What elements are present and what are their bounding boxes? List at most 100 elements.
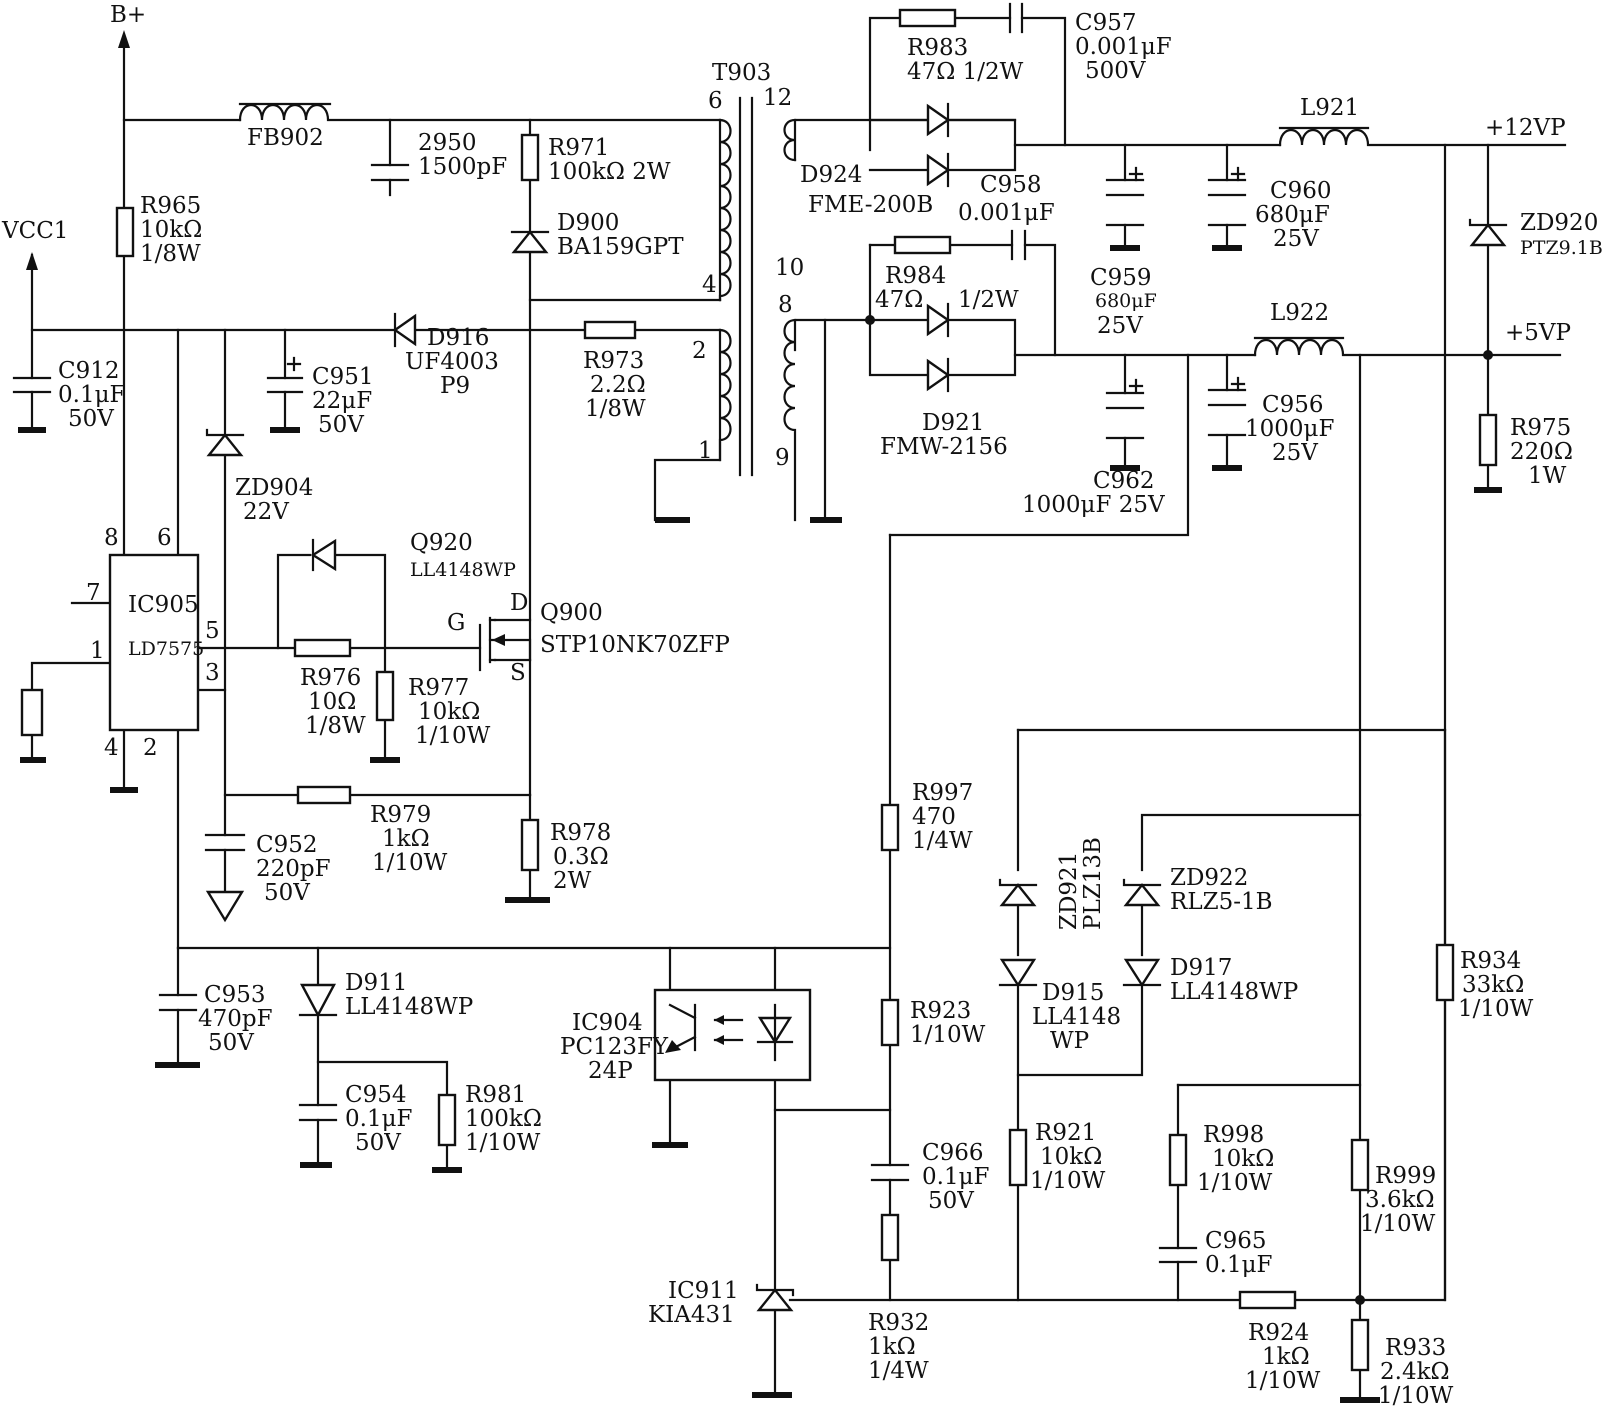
svg-text:4: 4 xyxy=(702,272,717,298)
svg-text:3: 3 xyxy=(205,660,220,686)
v12-label: +12VP xyxy=(1485,115,1566,141)
junctions xyxy=(865,315,1493,1305)
vcc1-label: VCC1 xyxy=(1,218,68,244)
svg-text:G: G xyxy=(447,610,465,636)
svg-text:12: 12 xyxy=(763,85,792,111)
resistors xyxy=(20,8,1498,1372)
svg-text:4: 4 xyxy=(104,735,119,761)
svg-text:6: 6 xyxy=(157,525,172,551)
ferrite-fb902 xyxy=(238,102,332,122)
wires xyxy=(30,16,1567,1402)
optocoupler-ic904 xyxy=(653,988,812,1082)
svg-text:1: 1 xyxy=(698,438,713,464)
transformer-t903 xyxy=(653,96,797,522)
t903-ref: T903 xyxy=(712,60,771,86)
ic905-ref: IC905 xyxy=(128,592,199,618)
svg-text:1: 1 xyxy=(90,638,105,664)
label-zd921: ZD921PLZ13B xyxy=(1056,837,1106,930)
svg-text:5: 5 xyxy=(205,618,220,644)
b-plus-label: B+ xyxy=(110,2,146,28)
label-l921: L921 xyxy=(1300,95,1359,121)
ic905-part: LD7575 xyxy=(128,638,204,660)
ground-symbols xyxy=(18,245,1502,1403)
ic905-box xyxy=(108,553,200,732)
svg-text:2: 2 xyxy=(692,338,707,364)
vcc1-arrow xyxy=(26,252,38,270)
svg-text:2: 2 xyxy=(143,735,158,761)
q900-labels: Q900 STP10NK70ZFP G D S xyxy=(447,590,730,686)
inductor-l922 xyxy=(1253,336,1345,357)
v5-label: +5VP xyxy=(1505,320,1571,346)
svg-text:10: 10 xyxy=(775,255,804,281)
ic905-labels: IC905 LD7575 8 6 7 1 5 3 4 2 xyxy=(86,525,220,761)
diodes xyxy=(205,102,1508,1312)
label-l922: L922 xyxy=(1270,300,1329,326)
q900-ref: Q900 xyxy=(540,600,603,626)
transformer-labels: T903 6 12 4 10 8 2 1 9 xyxy=(692,60,804,471)
svg-text:8: 8 xyxy=(778,292,793,318)
capacitors xyxy=(12,2,1247,1264)
mosfet-q900 xyxy=(478,616,532,672)
q900-part: STP10NK70ZFP xyxy=(540,632,730,658)
svg-text:9: 9 xyxy=(775,445,790,471)
svg-text:6: 6 xyxy=(708,88,723,114)
svg-text:7: 7 xyxy=(86,580,101,606)
label-fb902: FB902 xyxy=(247,125,324,151)
b-plus-arrow xyxy=(118,30,130,48)
net-labels: B+ VCC1 +12VP +5VP xyxy=(1,2,1571,346)
svg-text:8: 8 xyxy=(104,525,119,551)
svg-text:D: D xyxy=(510,590,528,616)
inductor-l921 xyxy=(1278,126,1370,147)
svg-text:S: S xyxy=(510,660,526,686)
